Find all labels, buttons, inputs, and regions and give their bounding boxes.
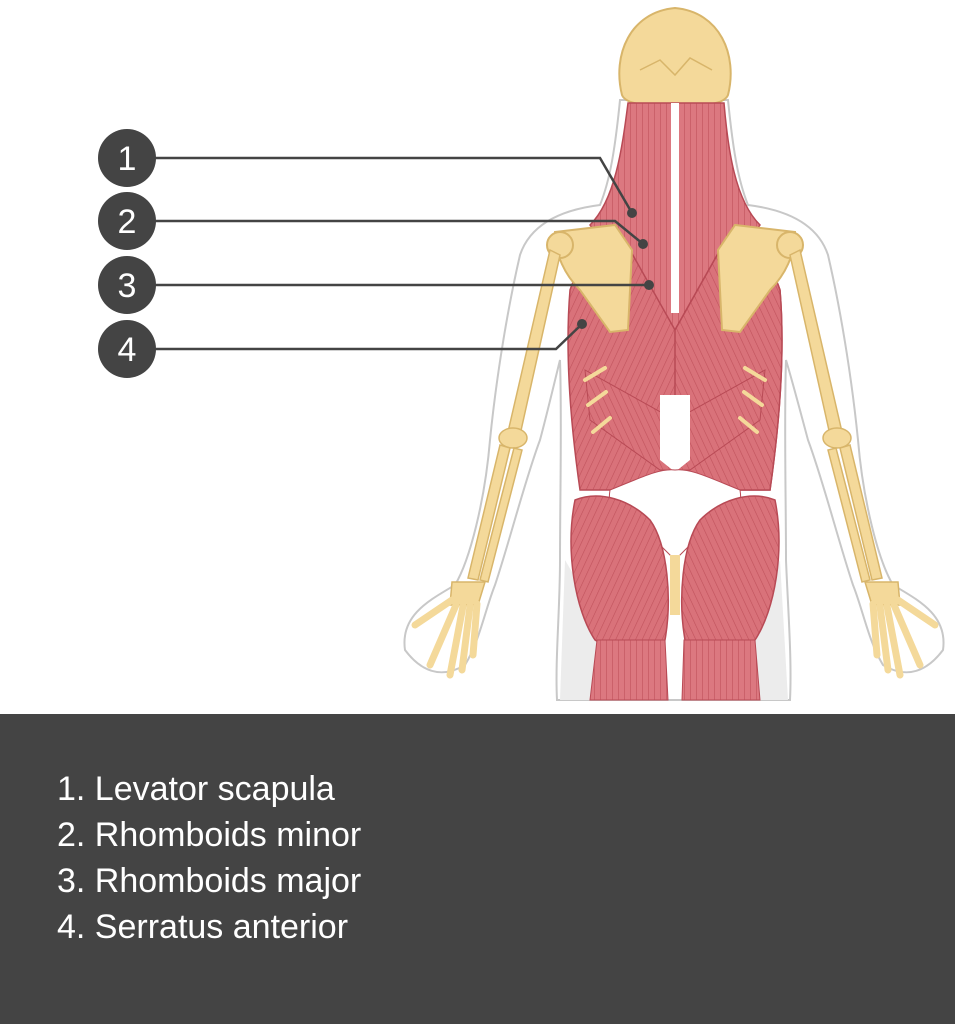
target-dot-2 [638, 239, 648, 249]
leader-lines [127, 156, 649, 351]
legend-item-serratus-anterior: 4. Serratus anterior [57, 908, 349, 946]
target-dot-4 [577, 319, 587, 329]
marker-number: 2 [118, 203, 137, 241]
legend-item-rhomboids-minor: 2. Rhomboids minor [57, 816, 362, 854]
scapulae [546, 223, 804, 334]
target-dots [577, 208, 654, 329]
leader-line-4 [127, 323, 583, 351]
target-dot-1 [627, 208, 637, 218]
legend-item-levator-scapula: 1. Levator scapula [57, 770, 335, 808]
gluteal-muscles [570, 495, 780, 701]
arm-bones [467, 248, 883, 583]
leader-line-1 [127, 156, 634, 214]
marker-number: 1 [118, 140, 137, 178]
legend-item-rhomboids-major: 3. Rhomboids major [57, 862, 362, 900]
legend-panel: 1. Levator scapula 2. Rhomboids minor 3.… [0, 714, 955, 1024]
marker-1: 1 [98, 129, 156, 187]
marker-number: 3 [118, 267, 137, 305]
rib-hints [583, 366, 767, 434]
target-dot-3 [644, 280, 654, 290]
marker-2: 2 [98, 192, 156, 250]
marker-3: 3 [98, 256, 156, 314]
marker-4: 4 [98, 320, 156, 378]
skull [618, 6, 732, 108]
legend-list: 1. Levator scapula 2. Rhomboids minor 3.… [0, 714, 955, 950]
marker-number: 4 [118, 331, 137, 369]
anatomy-figure: 1 2 3 4 [98, 6, 945, 701]
leader-line-2 [127, 219, 644, 245]
hand-bones [411, 581, 939, 679]
